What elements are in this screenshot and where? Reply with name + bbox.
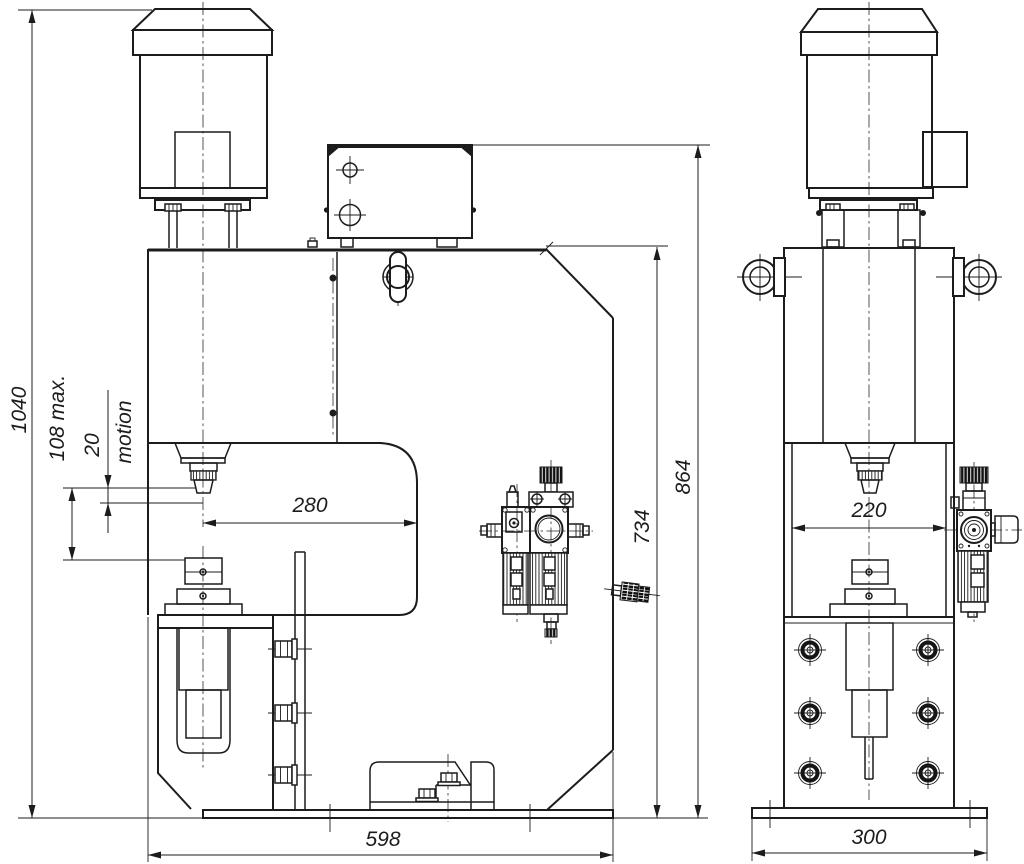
dim-text-598: 598	[365, 828, 400, 851]
foot-bracket-bolts	[415, 772, 461, 803]
regulator-handwheel	[994, 515, 1019, 544]
frl-unit-front	[479, 460, 593, 644]
socket-bolt	[912, 757, 944, 789]
housing-bolts	[268, 638, 312, 786]
bolt-pattern-side	[794, 634, 944, 789]
dim-text-20: 20	[81, 433, 104, 458]
dim-side-width: 220	[792, 499, 946, 532]
air-inlet-fitting	[604, 581, 660, 603]
dim-text-280: 280	[291, 494, 327, 517]
pneumatic-cylinder-side	[799, 8, 968, 248]
frl-unit-side	[944, 462, 1022, 622]
dim-total-height: 864	[672, 145, 702, 818]
dim-motion-stroke: 20 motion	[81, 390, 136, 533]
box-hole-small	[336, 156, 364, 184]
frl-corner-screws	[502, 507, 568, 553]
box-hole-large	[334, 199, 366, 231]
dim-overall-height: 1040	[8, 10, 36, 818]
ram-side	[843, 442, 897, 494]
dim-text-220: 220	[850, 499, 886, 522]
dim-max-stroke: 108 max.	[46, 375, 76, 560]
dim-text-864: 864	[672, 459, 695, 494]
ram-front	[173, 442, 233, 494]
lifting-eye-side-right	[936, 254, 1002, 301]
pneumatic-cylinder-front	[130, 8, 275, 248]
guide-column-side	[845, 622, 894, 780]
lifting-eye-front	[382, 249, 414, 306]
socket-bolt	[794, 634, 826, 666]
extension-lines	[18, 9, 988, 862]
dim-text-734: 734	[631, 509, 654, 544]
conduit-box	[922, 131, 968, 188]
anvil-side	[829, 559, 908, 618]
dimensions: 1040 108 max. 20 motion 280	[8, 9, 988, 862]
socket-bolt	[794, 697, 826, 729]
cylinder-mount-nuts	[164, 203, 242, 212]
frame-front	[147, 241, 614, 811]
dim-frame-width: 598	[148, 828, 613, 859]
control-box	[307, 144, 477, 248]
socket-bolt	[912, 634, 944, 666]
dim-text-1040: 1040	[8, 386, 31, 433]
stud-dot-upper	[329, 274, 337, 282]
cylinder-studs	[168, 211, 238, 248]
box-side-screw-right	[470, 207, 477, 213]
dim-throat-depth: 280	[203, 494, 417, 527]
base-plate-side	[751, 800, 988, 828]
lifting-eye-side-left	[737, 254, 802, 301]
dim-text-300: 300	[851, 826, 886, 849]
front-view	[130, 2, 660, 832]
side-view	[737, 2, 1022, 828]
dim-base-depth: 300	[752, 826, 987, 857]
dim-frame-height: 734	[631, 247, 661, 818]
socket-bolt	[794, 757, 826, 789]
dim-label-motion: motion	[113, 400, 136, 463]
foot-bracket	[369, 761, 495, 810]
dim-text-108max: 108 max.	[46, 375, 69, 461]
die-cushion-housing	[157, 551, 312, 810]
box-side-screw-left	[323, 207, 330, 213]
stud-dot-lower	[329, 409, 337, 417]
socket-bolt	[912, 697, 944, 729]
